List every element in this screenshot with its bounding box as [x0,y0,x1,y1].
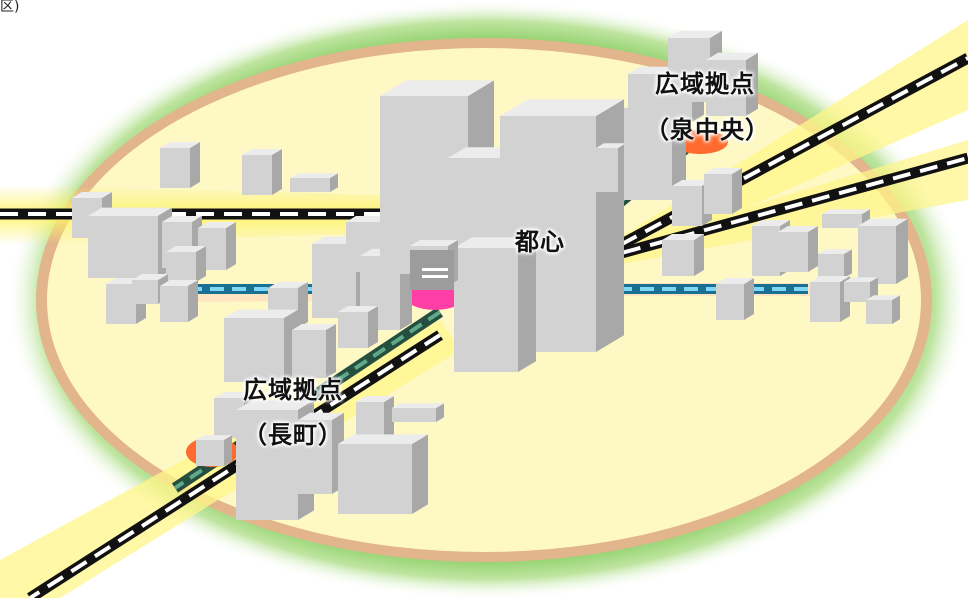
izumi-chuo-sub-label: （泉中央） [645,116,770,144]
building [160,280,198,322]
nagamachi-title-label: 広域拠点 [243,376,343,404]
building [778,226,818,272]
building [198,222,236,270]
building [338,306,378,348]
nagamachi-sub-label: （長町） [243,421,343,449]
building [166,246,206,282]
buildings [72,30,908,520]
building [704,168,742,214]
building [866,295,900,324]
building [290,173,338,192]
building [160,142,200,188]
izumi-chuo-title-label: 広域拠点 [655,70,755,98]
building [818,249,852,278]
building [716,278,754,320]
building [662,234,704,276]
station-building [410,250,454,290]
building [196,435,232,466]
corner-mark: 区) [0,0,20,15]
building [88,207,172,278]
rail-lines [0,53,968,598]
building [668,30,722,102]
building [596,143,626,192]
building [706,52,758,116]
building [844,277,878,302]
building [242,149,282,195]
building [292,324,336,378]
building [392,403,444,422]
building [454,237,536,372]
toshin-label: 都心 [515,228,565,256]
building [356,396,394,442]
building [338,434,428,514]
building [858,218,908,284]
